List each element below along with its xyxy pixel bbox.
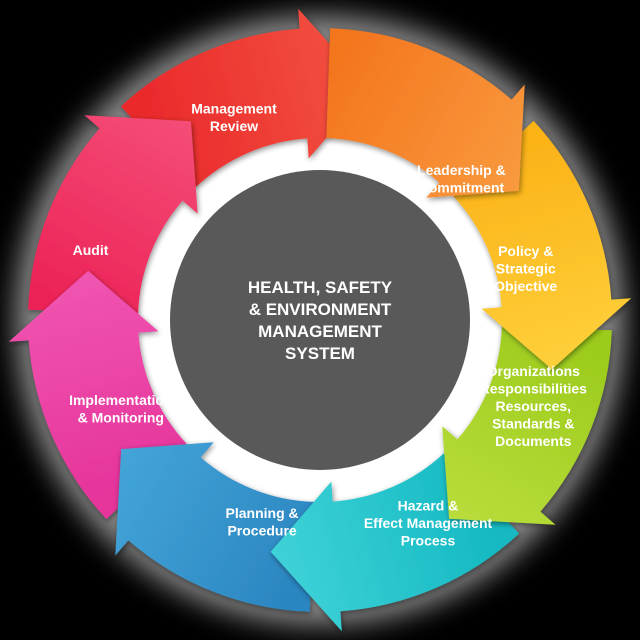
segment-label-line: Documents	[495, 433, 571, 449]
segment-label-line: Commitment	[419, 179, 505, 195]
center-circle	[170, 170, 470, 470]
segment-label-line: Hazard &	[398, 498, 459, 514]
segment-label-line: Audit	[73, 242, 109, 258]
segment-label-audit: Audit	[73, 242, 109, 258]
segment-label-implementation: Implementation& Monitoring	[69, 392, 172, 426]
center-title-line: MANAGEMENT	[258, 322, 382, 341]
segment-label-line: Planning &	[226, 505, 299, 521]
center-title-line: HEALTH, SAFETY	[248, 278, 393, 297]
segment-label-line: Responsibilities	[480, 381, 588, 397]
segment-label-line: Review	[210, 118, 258, 134]
segment-label-line: Process	[401, 533, 456, 549]
segment-label-line: Leadership &	[417, 162, 506, 178]
center-title-line: SYSTEM	[285, 344, 355, 363]
segment-label-planning: Planning & Procedure	[226, 505, 299, 539]
segment-label-line: Management	[191, 101, 277, 117]
segment-label-line: Policy &	[498, 243, 553, 259]
segment-arrow-audit	[28, 115, 198, 314]
segment-arrow-leadership	[326, 28, 525, 198]
segments-layer	[8, 8, 632, 632]
segment-label-line: Objective	[494, 278, 557, 294]
segment-label-line: Resources,	[496, 398, 571, 414]
segment-arrow-planning	[115, 442, 314, 612]
segment-label-line: Procedure	[227, 523, 296, 539]
segment-label-line: Implementation	[69, 392, 172, 408]
segment-label-line: Strategic	[496, 261, 556, 277]
segment-label-leadership: Leadership &Commitment	[417, 162, 506, 196]
segment-label-line: Standards &	[492, 416, 574, 432]
segment-label-line: & Monitoring	[78, 409, 164, 425]
segment-arrow-organizations	[442, 326, 612, 525]
segment-label-line: Effect Management	[364, 515, 493, 531]
center-title: HEALTH, SAFETY & ENVIRONMENT MANAGEMENT SYS…	[248, 278, 393, 363]
segment-label-line: Organizations	[487, 363, 581, 379]
center-title-line: & ENVIRONMENT	[249, 300, 392, 319]
